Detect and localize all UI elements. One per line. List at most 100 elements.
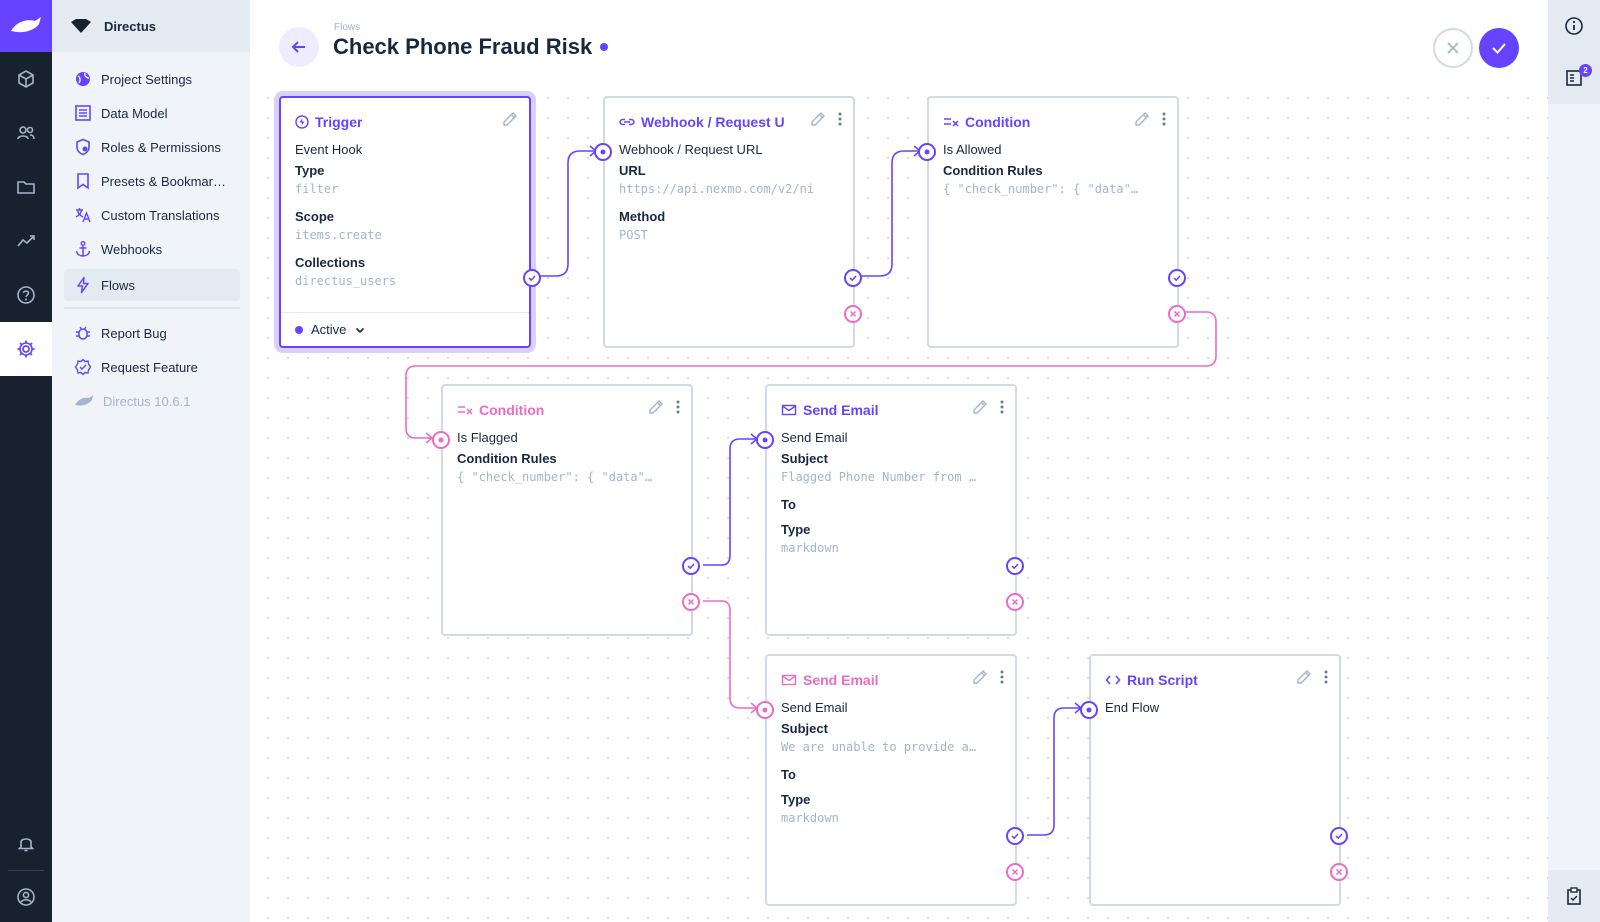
more-vert-icon[interactable] — [837, 111, 843, 127]
nav-item-report-bug[interactable]: Report Bug — [64, 317, 240, 349]
content-module-button[interactable] — [0, 52, 52, 106]
users-module-button[interactable] — [0, 106, 52, 160]
field-value: { "check_number": { "data"… — [943, 182, 1139, 196]
cancel-button[interactable] — [1433, 28, 1473, 68]
project-name: Directus — [104, 18, 157, 34]
files-module-button[interactable] — [0, 160, 52, 214]
resolve-handle[interactable] — [1006, 557, 1024, 575]
more-vert-icon[interactable] — [1161, 111, 1167, 127]
reject-handle[interactable] — [844, 305, 862, 323]
resolve-handle[interactable] — [1168, 269, 1186, 287]
shield-icon — [76, 138, 90, 156]
webhook-operation-card[interactable]: Webhook / Request U Webhook / Request UR… — [594, 96, 862, 348]
field-label: Scope — [295, 209, 335, 224]
nav-item-project-settings[interactable]: Project Settings — [64, 63, 240, 95]
edit-icon[interactable] — [501, 110, 519, 128]
edit-icon[interactable] — [971, 398, 989, 416]
check-icon — [1335, 833, 1343, 840]
reject-handle[interactable] — [1168, 305, 1186, 323]
clipboard-button[interactable] — [1548, 870, 1600, 922]
resolve-handle[interactable] — [523, 269, 541, 287]
resolve-handle[interactable] — [1006, 827, 1024, 845]
edit-icon[interactable] — [1133, 110, 1151, 128]
send-email-operation-card[interactable]: Send Email Send Email Subject Flagged Ph… — [756, 384, 1024, 636]
card-title: Trigger — [315, 114, 363, 130]
directus-logo[interactable] — [0, 0, 52, 52]
bookmark-icon — [77, 173, 89, 190]
operation-name: Is Allowed — [943, 142, 1002, 157]
reject-handle[interactable] — [1330, 863, 1348, 881]
card-header: Send Email — [781, 670, 1001, 690]
reject-handle[interactable] — [682, 593, 700, 611]
save-button[interactable] — [1479, 28, 1519, 68]
close-icon — [849, 310, 857, 318]
reject-handle[interactable] — [1006, 863, 1024, 881]
edit-icon[interactable] — [971, 668, 989, 686]
more-vert-icon[interactable] — [675, 399, 681, 415]
input-handle[interactable] — [432, 431, 450, 449]
nav-label: Project Settings — [101, 71, 193, 87]
send-email-operation-card[interactable]: Send Email Send Email Subject We are una… — [756, 654, 1024, 906]
field-label: To — [781, 497, 796, 512]
check-icon — [687, 563, 695, 570]
user-profile-button[interactable] — [0, 870, 52, 922]
project-header[interactable]: Directus — [52, 0, 250, 52]
input-handle[interactable] — [1080, 701, 1098, 719]
insights-module-button[interactable] — [0, 214, 52, 268]
input-handle[interactable] — [756, 431, 774, 449]
card-title: Webhook / Request U — [641, 114, 785, 130]
nav-label: Request Feature — [101, 359, 198, 375]
nav-item-presets-bookmarks[interactable]: Presets & Bookmar… — [64, 165, 240, 197]
condition-operation-card[interactable]: Condition Is Allowed Condition Rules { "… — [918, 96, 1186, 348]
resolve-handle[interactable] — [1330, 827, 1348, 845]
rabbit-logo-icon — [11, 17, 41, 33]
back-button[interactable] — [279, 27, 319, 67]
rabbit-logo-icon — [75, 395, 93, 406]
help-module-button[interactable] — [0, 268, 52, 322]
nav-item-flows[interactable]: Flows — [64, 269, 240, 301]
sidebar-detail-rail: 2 — [1548, 0, 1600, 922]
reject-handle[interactable] — [1006, 593, 1024, 611]
settings-module-button[interactable] — [0, 322, 52, 376]
nav-label: Report Bug — [101, 325, 167, 341]
input-handle[interactable] — [918, 143, 936, 161]
trigger-card[interactable]: Trigger Event Hook Type filter Scope ite… — [279, 96, 541, 348]
nav-item-webhooks[interactable]: Webhooks — [64, 233, 240, 265]
field-label: Type — [781, 792, 811, 807]
edit-icon[interactable] — [647, 398, 665, 416]
nav-divider — [64, 307, 240, 309]
notifications-button[interactable] — [0, 816, 52, 870]
more-vert-icon[interactable] — [1323, 669, 1329, 685]
nav-item-request-feature[interactable]: Request Feature — [64, 351, 240, 383]
nav-item-roles-permissions[interactable]: Roles & Permissions — [64, 131, 240, 163]
input-handle[interactable] — [594, 143, 612, 161]
translate-icon — [75, 208, 91, 223]
card-title: Run Script — [1127, 672, 1198, 688]
field-label: URL — [619, 163, 646, 178]
input-handle[interactable] — [756, 701, 774, 719]
edit-icon[interactable] — [809, 110, 827, 128]
more-vert-icon[interactable] — [999, 669, 1005, 685]
check-icon — [1011, 563, 1019, 570]
page-title: Check Phone Fraud Risk — [333, 34, 609, 60]
run-script-operation-card[interactable]: Run Script End Flow — [1080, 654, 1348, 906]
field-label: Type — [295, 163, 325, 178]
new-releases-icon — [74, 358, 92, 376]
breadcrumb[interactable]: Flows — [334, 22, 361, 33]
resolve-handle[interactable] — [682, 557, 700, 575]
condition-operation-card[interactable]: Condition Is Flagged Condition Rules { "… — [432, 384, 700, 636]
logs-button[interactable]: 2 — [1548, 52, 1600, 104]
cube-icon — [18, 70, 34, 88]
close-icon — [1173, 310, 1181, 318]
nav-item-custom-translations[interactable]: Custom Translations — [64, 199, 240, 231]
more-vert-icon[interactable] — [999, 399, 1005, 415]
close-icon — [1011, 868, 1019, 876]
rail-divider — [8, 870, 44, 871]
resolve-handle[interactable] — [844, 269, 862, 287]
active-status-dot — [600, 43, 609, 51]
edit-icon[interactable] — [1295, 668, 1313, 686]
nav-item-data-model[interactable]: Data Model — [64, 97, 240, 129]
trigger-type-name: Event Hook — [295, 142, 363, 157]
info-button[interactable] — [1548, 0, 1600, 52]
flow-status-dropdown[interactable]: Active — [281, 312, 529, 346]
